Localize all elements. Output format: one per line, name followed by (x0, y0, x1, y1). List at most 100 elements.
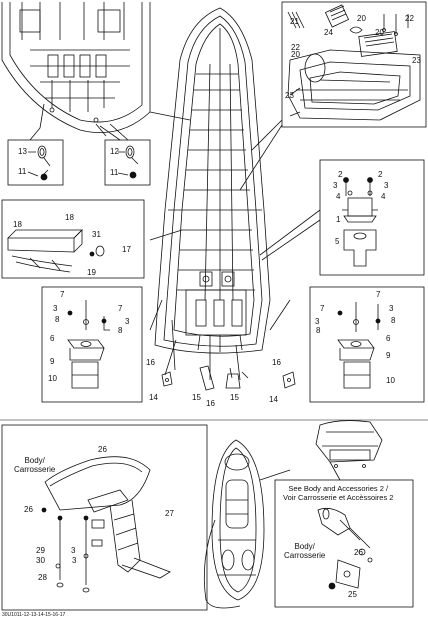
callout-22b: 22 (291, 43, 300, 52)
callout-14b: 14 (269, 395, 278, 404)
callout-24: 24 (324, 28, 333, 37)
note-see-also: See Body and Accessories 2 / Voir Carros… (283, 484, 393, 502)
bracket-assembly-25 (317, 507, 373, 590)
callout-17: 17 (122, 245, 131, 254)
inset-rear-deck (281, 1, 427, 128)
callout-4a: 4 (336, 192, 341, 201)
callout-26c: 26 (354, 548, 363, 557)
callout-7c: 7 (376, 290, 381, 299)
callout-18a: 18 (65, 213, 74, 222)
callout-30: 30 (36, 556, 45, 565)
callout-3a: 3 (333, 181, 338, 190)
bracket-6-left (67, 339, 105, 361)
box-parts-12-11 (104, 139, 151, 186)
storage-tray (7, 229, 83, 273)
box-parts-1-5 (319, 159, 425, 276)
box-parts-17-19 (1, 199, 145, 279)
callout-10a: 10 (48, 374, 57, 383)
callout-22a: 22 (405, 14, 414, 23)
callout-13: 13 (18, 147, 27, 156)
bracket-5-icon (343, 229, 377, 267)
note-body-left-text: Body/ Carrosserie (14, 456, 56, 474)
callout-8b: 8 (118, 326, 123, 335)
callout-27: 27 (165, 509, 174, 518)
box-ladder (1, 424, 208, 611)
callout-12: 12 (110, 147, 119, 156)
callout-19: 19 (87, 268, 96, 277)
callout-8c: 8 (391, 316, 396, 325)
callout-26a: 26 (98, 445, 107, 454)
callout-7a: 7 (60, 290, 65, 299)
callout-6b: 6 (386, 334, 391, 343)
callout-7d: 7 (320, 304, 325, 313)
parts-14-16 (161, 365, 296, 391)
callout-11a: 11 (18, 167, 27, 176)
callout-3g: 3 (71, 546, 76, 555)
note-body-right: Body/ Carrosserie (284, 542, 325, 560)
callout-3h: 3 (72, 556, 77, 565)
callout-20a: 20 (357, 14, 366, 23)
clip-17-icon (89, 245, 105, 257)
bolt-2b-icon (367, 177, 373, 183)
callout-3e: 3 (389, 304, 394, 313)
callout-25: 25 (348, 590, 357, 599)
box-see-also (274, 479, 414, 608)
note-body-left: Body/ Carrosserie (14, 456, 55, 474)
bracket-9-left (71, 361, 99, 389)
bolt-2a-icon (343, 177, 349, 183)
callout-16b: 16 (272, 358, 281, 367)
callout-11b: 11 (110, 168, 119, 177)
callout-28: 28 (38, 573, 47, 582)
clip-12-icon (125, 145, 139, 165)
callout-2b: 2 (378, 170, 383, 179)
note-see-also-text: See Body and Accessories 2 / Voir Carros… (283, 484, 394, 502)
callout-9a: 9 (50, 357, 55, 366)
callout-16a: 16 (146, 358, 155, 367)
callout-7b: 7 (118, 304, 123, 313)
callout-18b: 18 (13, 220, 22, 229)
note-body-right-text: Body/ Carrosserie (284, 542, 326, 560)
rear-deck-drawing (287, 4, 421, 121)
box-parts-6-10-left (41, 286, 143, 403)
callout-15a: 15 (192, 393, 201, 402)
callout-15b: 15 (230, 393, 239, 402)
callout-29: 29 (36, 546, 45, 555)
callout-6a: 6 (50, 334, 55, 343)
figure-code: 30U1011-12-13-14-15-16-17 (2, 612, 66, 618)
bracket-9-right (343, 361, 371, 389)
watercraft-top-view (203, 439, 265, 609)
callout-9b: 9 (386, 351, 391, 360)
callout-31: 31 (92, 230, 101, 239)
callout-8a: 8 (55, 315, 60, 324)
callout-1: 1 (336, 215, 341, 224)
screw-11a-icon (40, 169, 49, 181)
callout-21: 21 (290, 17, 299, 26)
callout-4b: 4 (381, 192, 386, 201)
bracket-6-right (337, 339, 375, 361)
bumper-1-icon (342, 197, 378, 223)
stern-view (315, 420, 383, 468)
callout-14a: 14 (149, 393, 158, 402)
callout-20b: 20 (375, 28, 384, 37)
callout-2a: 2 (338, 170, 343, 179)
callout-3d: 3 (125, 317, 130, 326)
screw-11b-icon (129, 171, 137, 179)
callout-3c: 3 (53, 304, 58, 313)
hull-main (154, 7, 271, 354)
callout-3b: 3 (384, 181, 389, 190)
callout-3f: 3 (315, 317, 320, 326)
ladder-assembly (41, 456, 171, 593)
box-parts-13-11 (7, 139, 64, 186)
clip-13-icon (37, 145, 51, 167)
box-parts-6-10-right (309, 286, 425, 403)
callout-23a: 23 (412, 56, 421, 65)
callout-26b: 26 (24, 505, 33, 514)
callout-8d: 8 (316, 326, 321, 335)
callout-16c: 16 (206, 399, 215, 408)
callout-10b: 10 (386, 376, 395, 385)
inset-hull-rear (1, 2, 151, 137)
callout-23b: 23 (285, 91, 294, 100)
callout-5: 5 (335, 237, 340, 246)
